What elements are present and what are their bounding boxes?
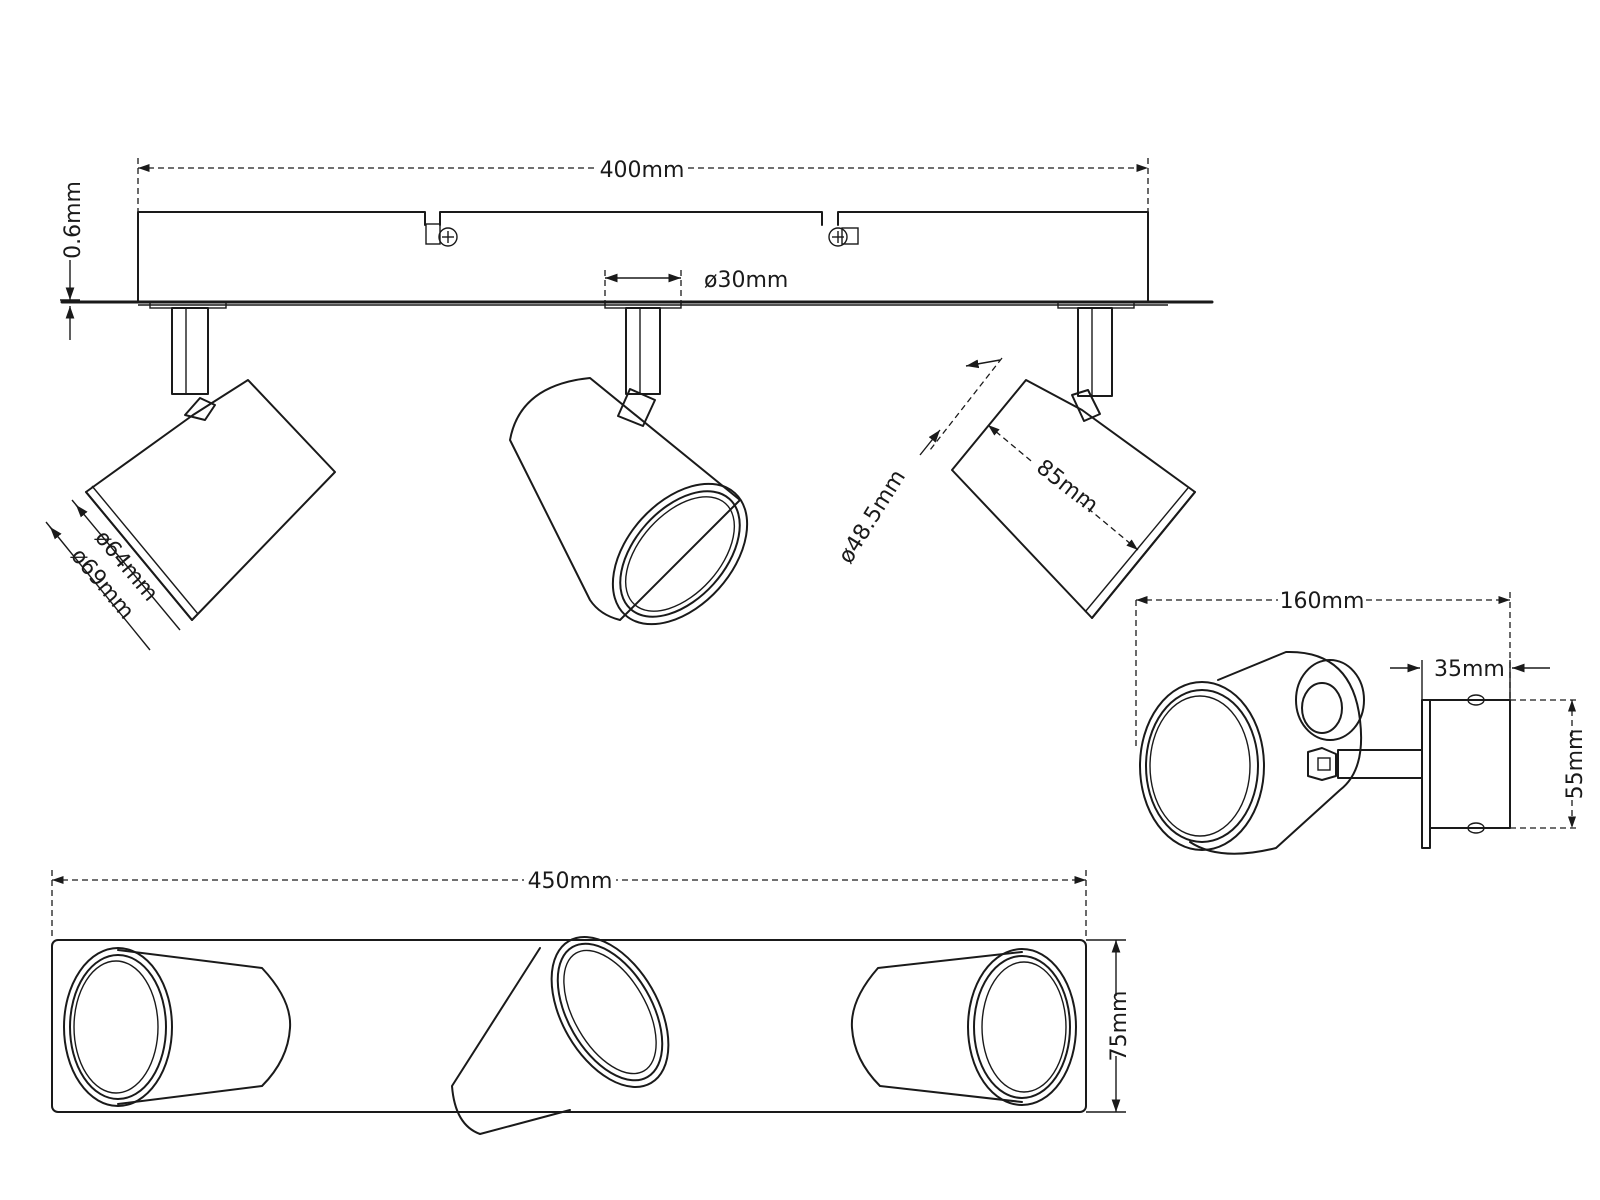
stem-left — [171, 307, 209, 395]
label-side-plate-depth: 35mm — [1434, 657, 1505, 682]
label-side-height: 55mm — [1563, 729, 1588, 800]
dim-plate-thickness: 0.6mm — [60, 181, 86, 340]
label-top-width: 75mm — [1107, 991, 1132, 1062]
top-view — [51, 936, 1087, 1135]
spotlight-left — [85, 379, 336, 621]
side-base — [1429, 699, 1511, 829]
spotlight-right — [951, 379, 1196, 619]
side-plate — [1421, 699, 1431, 849]
label-head-back-diameter: ø48.5mm — [834, 466, 911, 569]
top-spotlight-center — [451, 936, 670, 1135]
label-plate-thickness: 0.6mm — [61, 181, 86, 259]
front-view — [60, 211, 1214, 626]
dim-top-width: 75mm — [1086, 939, 1132, 1113]
label-front-width: 400mm — [600, 158, 685, 183]
top-spotlight-left — [63, 947, 292, 1107]
base-body — [137, 211, 1149, 303]
dim-mount-diameter: ø30mm — [604, 268, 788, 305]
dim-side-depth: 160mm — [1135, 586, 1511, 748]
bracket-right — [828, 227, 859, 247]
bracket-left — [425, 223, 458, 247]
label-side-depth: 160mm — [1280, 589, 1365, 614]
dim-front-width: 400mm — [137, 155, 1149, 212]
label-top-length: 450mm — [528, 869, 613, 894]
dim-side-plate-depth: 35mm — [1390, 657, 1550, 700]
spotlight-center — [509, 377, 749, 626]
dim-head-back-diameter: ø48.5mm — [834, 357, 1003, 569]
stem-right — [1077, 307, 1113, 397]
side-stem — [1337, 749, 1423, 779]
top-spotlight-right — [850, 948, 1077, 1106]
dim-top-length: 450mm — [51, 866, 1087, 940]
dim-head-diameters: ø64mm ø69mm — [45, 499, 181, 651]
side-view — [1139, 650, 1511, 855]
dim-side-height: 55mm — [1510, 699, 1588, 829]
stem-center — [625, 307, 661, 395]
label-mount-diameter: ø30mm — [704, 268, 788, 293]
